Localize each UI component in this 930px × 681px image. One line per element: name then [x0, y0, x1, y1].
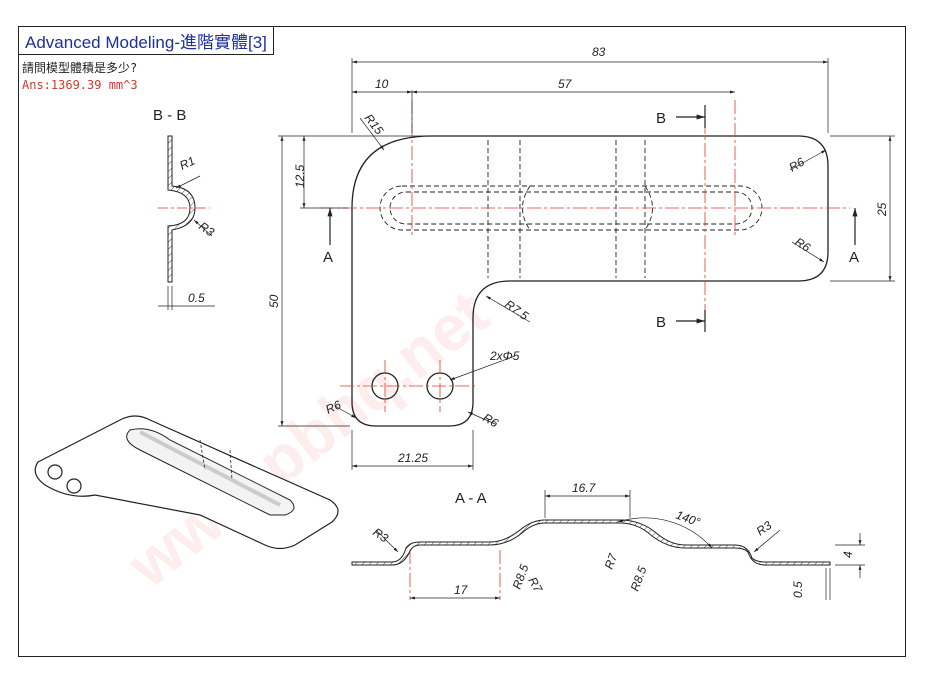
section-aa-label: A - A: [455, 490, 487, 507]
dim-aa-0-5: 0.5: [791, 581, 805, 598]
dim-aa-r7-right: R7: [602, 551, 621, 571]
dim-12-5: 12.5: [293, 164, 307, 188]
centerlines: [320, 100, 850, 600]
question-text: 請問模型體積是多少?: [22, 61, 138, 75]
dim-r6-bottom-mid: R6: [481, 410, 502, 430]
section-bb: B - B R1 R3 0.5: [153, 107, 217, 310]
dim-aa-r8-5-right: R8.5: [628, 564, 650, 593]
dim-aa-140: 140°: [674, 508, 702, 530]
dim-bb-0-5: 0.5: [188, 291, 205, 305]
dim-bb-r3: R3: [196, 219, 217, 239]
dim-aa-4: 4: [841, 551, 855, 558]
drawing-title: Advanced Modeling-進階實體[3]: [18, 26, 274, 55]
cut-b-bottom-label: B: [656, 314, 666, 331]
isometric-view: [34, 415, 339, 550]
dim-50: 50: [267, 294, 281, 308]
dimension-lines: [278, 58, 895, 470]
dim-21-25: 21.25: [397, 451, 428, 465]
dim-r7-5: R7.5: [502, 297, 531, 323]
dim-aa-16-7: 16.7: [572, 481, 597, 495]
section-aa: A - A 16.7 140° R3 R3 R8.5 R7 R7 R8.5 17…: [351, 481, 865, 600]
cut-b-top-label: B: [656, 110, 666, 127]
dim-57: 57: [558, 77, 573, 91]
slot-hidden-lines: [379, 140, 763, 278]
dim-25: 25: [875, 202, 889, 217]
section-cut-markers: [327, 105, 858, 332]
dim-10: 10: [375, 77, 389, 91]
part-outline: [351, 135, 829, 427]
dim-bb-r1: R1: [177, 154, 197, 173]
dim-r6-bottom-right: R6: [792, 235, 813, 255]
answer-text: Ans:1369.39 mm^3: [22, 78, 138, 92]
drawing-frame: [18, 26, 906, 657]
dim-r15: R15: [362, 111, 387, 137]
section-bb-label: B - B: [153, 107, 186, 124]
dim-r6-top-right: R6: [787, 155, 808, 175]
dim-r6-bottom-left: R6: [323, 397, 343, 416]
cut-a-right-label: A: [849, 249, 859, 266]
dim-hole: 2xΦ5: [489, 349, 520, 363]
dim-aa-r8-5-left: R8.5: [510, 562, 532, 591]
cut-a-left-label: A: [323, 249, 333, 266]
dim-83: 83: [592, 45, 606, 59]
dim-aa-r3-right: R3: [754, 518, 775, 538]
dim-aa-r7-left: R7: [525, 575, 545, 596]
dim-aa-17: 17: [454, 583, 469, 597]
top-view: [351, 135, 829, 427]
